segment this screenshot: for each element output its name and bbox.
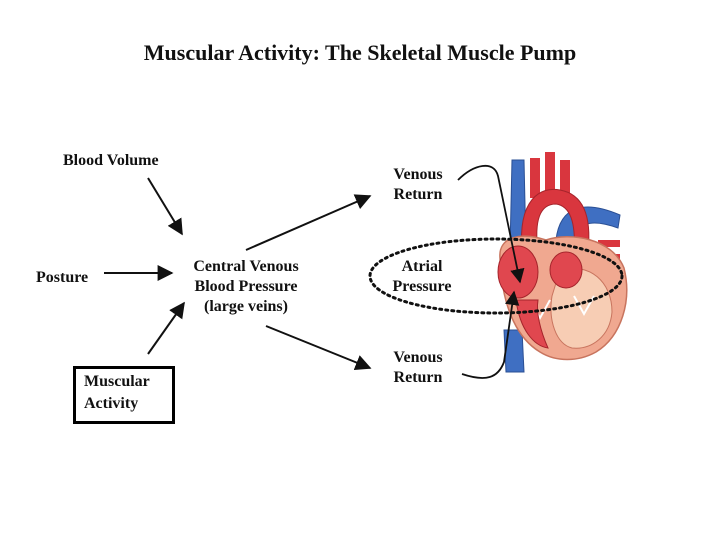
arrow-venous-return-top-to-heart <box>457 165 525 284</box>
posture-label: Posture <box>36 269 89 286</box>
central-venous-pressure-label: Central Venous Blood Pressure (large vei… <box>176 257 316 317</box>
arrow-muscular-to-cvp <box>147 301 185 355</box>
arrow-cvp-to-venous-return-bottom <box>265 325 372 371</box>
pulmonary-vein-1 <box>598 240 620 247</box>
cvp-line2: Blood Pressure <box>194 278 298 295</box>
muscular-activity-line2: Activity <box>84 395 139 412</box>
muscular-activity-line1: Muscular <box>84 373 150 390</box>
aortic-branch-1 <box>530 158 540 198</box>
cvp-line1: Central Venous <box>193 258 299 275</box>
atrial-pressure-line1: Atrial <box>401 258 443 275</box>
venous-return-bottom-label: Venous Return <box>378 348 458 388</box>
heart-illustration <box>497 152 628 373</box>
aortic-branch-2 <box>545 152 555 196</box>
atrial-pressure-label: Atrial Pressure <box>380 257 464 297</box>
valve-right <box>573 295 595 317</box>
venous-return-top-line2: Return <box>393 186 443 203</box>
arrow-blood-volume-to-cvp <box>147 177 183 236</box>
venous-return-bottom-line1: Venous <box>393 349 443 366</box>
venous-return-top-label: Venous Return <box>378 165 458 205</box>
arrow-cvp-to-venous-return-top <box>245 194 372 251</box>
venous-return-bottom-line2: Return <box>393 369 443 386</box>
cvp-line3: (large veins) <box>204 298 288 315</box>
aortic-branch-3 <box>560 160 570 198</box>
muscular-activity-box: Muscular Activity <box>73 366 175 424</box>
atrial-pressure-outline <box>368 237 624 315</box>
page-title: Muscular Activity: The Skeletal Muscle P… <box>143 40 577 65</box>
blood-volume-label: Blood Volume <box>63 152 159 169</box>
arrow-venous-return-bottom-to-heart <box>461 290 520 379</box>
left-atrium <box>549 251 583 289</box>
venous-return-top-line1: Venous <box>393 166 443 183</box>
atrial-pressure-line2: Pressure <box>392 278 452 295</box>
